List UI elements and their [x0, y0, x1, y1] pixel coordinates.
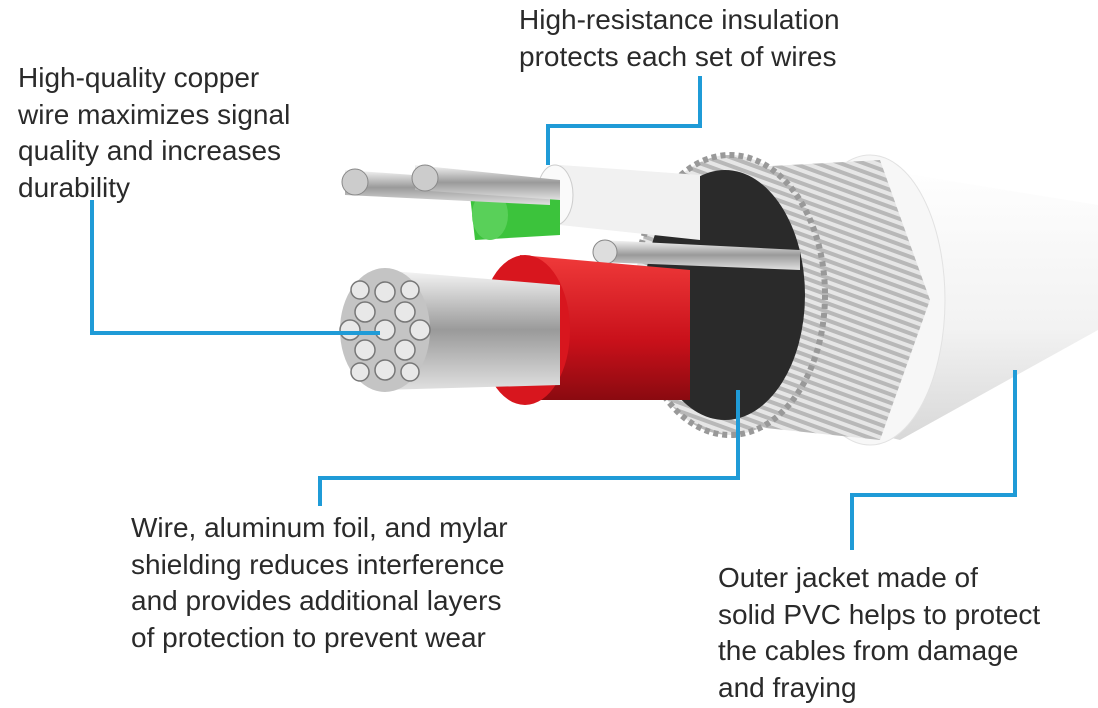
callout-line: durability — [18, 171, 131, 203]
white-insulated-wire — [536, 164, 700, 240]
callout-line: High-resistance insulation — [519, 4, 840, 35]
signal-wire-strands — [341, 164, 800, 270]
callout-line: shielding reduces interference — [131, 548, 505, 580]
callout-line: and fraying — [718, 671, 857, 703]
callout-line: protects each set of wires — [519, 40, 837, 72]
leader-shielding — [318, 390, 740, 506]
leader-copper — [90, 200, 380, 335]
callout-line: High-quality copper — [18, 62, 260, 93]
callout-line: Outer jacket made of — [718, 562, 978, 593]
leader-lines — [90, 76, 1017, 550]
callout-jacket: Outer jacket made of solid PVC helps to p… — [718, 560, 1040, 706]
callout-line: solid PVC helps to protect — [718, 598, 1041, 630]
callout-line: wire maximizes signal — [18, 98, 291, 130]
leader-insulation — [546, 76, 702, 165]
leader-jacket — [850, 370, 1017, 550]
callout-line: quality and increases — [18, 135, 282, 166]
callout-line: the cables from damage — [718, 635, 1019, 666]
callout-line: of protection to prevent wear — [131, 621, 486, 653]
power-wire-strands — [339, 268, 560, 392]
callout-shielding: Wire, aluminum foil, and mylar shielding … — [131, 510, 508, 656]
callout-copper: High-quality copper wire maximizes signal… — [18, 60, 290, 206]
callout-insulation: High-resistance insulation protects each … — [519, 2, 840, 75]
callout-line: and provides additional layers — [131, 585, 502, 616]
callout-line: Wire, aluminum foil, and mylar — [131, 512, 508, 543]
